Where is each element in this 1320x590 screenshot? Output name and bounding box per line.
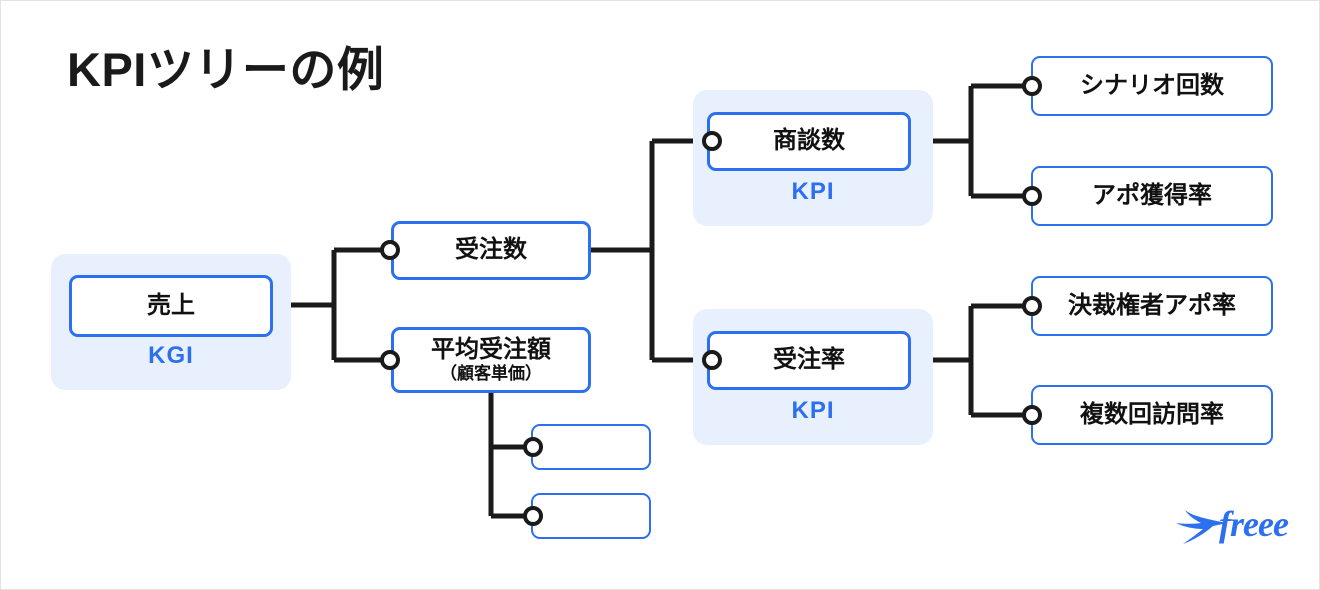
node-shodansu-label: 商談数 — [773, 127, 845, 155]
node-scenario-kaisu[interactable]: シナリオ回数 — [1031, 56, 1273, 116]
connector-dot-blank-2 — [523, 506, 543, 526]
page-title: KPIツリーの例 — [67, 43, 385, 96]
node-heikin-juchugaku-sublabel: （顧客単価） — [440, 364, 542, 384]
node-juchusu-label: 受注数 — [455, 236, 527, 264]
node-heikin-juchugaku[interactable]: 平均受注額 （顧客単価） — [391, 327, 591, 393]
node-fukusukai-homonritsu[interactable]: 複数回訪問率 — [1031, 385, 1273, 445]
kgi-group-label: KGI — [148, 342, 194, 369]
node-uriage[interactable]: 売上 — [69, 275, 273, 337]
connector-dot-scenario-kaisu — [1022, 76, 1042, 96]
node-juchuritsu-label: 受注率 — [773, 346, 845, 374]
freee-logo: freee — [1173, 501, 1293, 553]
connector-dot-blank-1 — [523, 437, 543, 457]
node-scenario-kaisu-label: シナリオ回数 — [1080, 71, 1224, 99]
node-heikin-juchugaku-label: 平均受注額 — [431, 335, 551, 363]
node-fukusukai-homonritsu-label: 複数回訪問率 — [1080, 400, 1224, 428]
node-blank-1[interactable] — [531, 424, 651, 470]
node-uriage-label: 売上 — [147, 291, 195, 319]
node-apo-kakutokuritsu-label: アポ獲得率 — [1092, 181, 1212, 209]
node-juchusu[interactable]: 受注数 — [391, 221, 591, 280]
node-kessaikensha-aporitsu[interactable]: 決裁権者アポ率 — [1031, 276, 1273, 336]
node-juchuritsu[interactable]: 受注率 — [707, 331, 911, 390]
node-apo-kakutokuritsu[interactable]: アポ獲得率 — [1031, 166, 1273, 226]
connector-dot-juchuritsu — [702, 350, 722, 370]
kpi-group-label-2: KPI — [791, 397, 835, 424]
node-blank-2[interactable] — [531, 493, 651, 539]
connector-dot-apo-kakutokuritsu — [1022, 186, 1042, 206]
freee-wordmark: freee — [1219, 504, 1289, 544]
connector-dot-kessaikensha-aporitsu — [1022, 296, 1042, 316]
freee-swallow-icon — [1176, 510, 1227, 544]
connector-dot-shodansu — [702, 131, 722, 151]
connector-dot-heikin-juchugaku — [380, 350, 400, 370]
node-kessaikensha-aporitsu-label: 決裁権者アポ率 — [1068, 291, 1236, 319]
kpi-group-label-1: KPI — [791, 178, 835, 205]
connector-dot-juchusu — [380, 240, 400, 260]
node-shodansu[interactable]: 商談数 — [707, 112, 911, 171]
connector-dot-fukusukai-homonritsu — [1022, 405, 1042, 425]
